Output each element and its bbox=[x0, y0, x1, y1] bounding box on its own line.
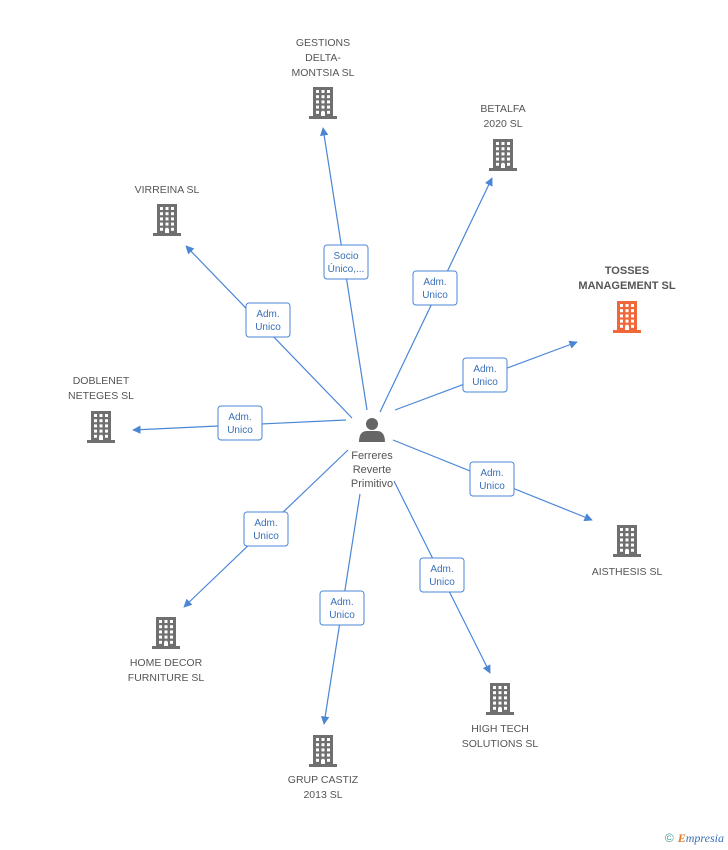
brand-name: mpresia bbox=[685, 831, 724, 845]
relation-text: Adm. bbox=[330, 597, 353, 608]
building-icon bbox=[153, 204, 181, 236]
relation-box bbox=[469, 461, 515, 497]
building-icon bbox=[613, 301, 641, 333]
company-label: MONTSIA SL bbox=[291, 67, 354, 79]
relation-label-hightech[interactable]: Adm. Unico bbox=[419, 557, 465, 593]
company-nodes-layer: GESTIONS DELTA- MONTSIA SL BETALFA 2020 SL TO… bbox=[68, 37, 676, 801]
building-icon bbox=[613, 525, 641, 557]
company-label: GESTIONS bbox=[296, 37, 350, 49]
relation-box bbox=[419, 557, 465, 593]
company-label: NETEGES SL bbox=[68, 390, 134, 402]
company-node-betalfa[interactable]: BETALFA 2020 SL bbox=[480, 103, 526, 171]
building-icon bbox=[152, 617, 180, 649]
relation-box bbox=[323, 244, 369, 280]
footer-brand: ©Empresia bbox=[665, 831, 724, 846]
copyright-symbol: © bbox=[664, 831, 674, 845]
relation-text: Adm. bbox=[423, 277, 446, 288]
building-icon bbox=[489, 139, 517, 171]
company-label: BETALFA bbox=[480, 103, 525, 115]
brand-initial: E bbox=[677, 831, 686, 845]
company-label: 2020 SL bbox=[483, 118, 522, 130]
relation-box bbox=[319, 590, 365, 626]
edges-layer bbox=[132, 127, 593, 725]
relation-text: Adm. bbox=[254, 518, 277, 529]
relation-box bbox=[462, 357, 508, 393]
relation-text: Adm. bbox=[430, 564, 453, 575]
relation-text: Unico bbox=[479, 481, 505, 492]
company-node-aisthesis[interactable]: AISTHESIS SL bbox=[592, 525, 663, 578]
company-label: HIGH TECH bbox=[471, 723, 529, 735]
relation-text: Unico bbox=[255, 322, 281, 333]
company-label: FURNITURE SL bbox=[128, 672, 205, 684]
relation-label-doblenet[interactable]: Adm. Unico bbox=[217, 405, 263, 441]
relation-label-tosses[interactable]: Adm. Unico bbox=[462, 357, 508, 393]
relation-text: Único,... bbox=[328, 262, 365, 275]
company-label: 2013 SL bbox=[303, 789, 342, 801]
relation-text: Adm. bbox=[256, 309, 279, 320]
relation-box bbox=[412, 270, 458, 306]
relation-box bbox=[245, 302, 291, 338]
building-icon bbox=[309, 87, 337, 119]
relation-text: Unico bbox=[253, 531, 279, 542]
relation-text: Socio bbox=[333, 251, 358, 262]
person-icon bbox=[359, 418, 385, 442]
company-label: AISTHESIS SL bbox=[592, 566, 663, 578]
company-label: TOSSES bbox=[605, 265, 649, 277]
company-node-grupcastiz[interactable]: GRUP CASTIZ 2013 SL bbox=[288, 735, 359, 801]
company-node-tosses[interactable]: TOSSES MANAGEMENT SL bbox=[578, 265, 676, 333]
person-name-line: Primitivo bbox=[351, 478, 393, 490]
relation-text: Unico bbox=[472, 377, 498, 388]
relation-labels-layer: SocioÚnico,...Adm.UnicoAdm.UnicoAdm.Unic… bbox=[217, 244, 515, 626]
relation-label-betalfa[interactable]: Adm. Unico bbox=[412, 270, 458, 306]
relation-text: Unico bbox=[227, 425, 253, 436]
relation-label-grupcastiz[interactable]: Adm. Unico bbox=[319, 590, 365, 626]
company-node-doblenet[interactable]: DOBLENET NETEGES SL bbox=[68, 375, 134, 443]
relation-text: Unico bbox=[429, 577, 455, 588]
relation-label-gestions[interactable]: SocioÚnico,... bbox=[323, 244, 369, 280]
person-name-line: Reverte bbox=[353, 464, 392, 476]
company-label: MANAGEMENT SL bbox=[578, 280, 675, 292]
relation-label-virreina[interactable]: Adm. Unico bbox=[245, 302, 291, 338]
company-label: SOLUTIONS SL bbox=[462, 738, 539, 750]
relation-text: Unico bbox=[329, 610, 355, 621]
company-label: VIRREINA SL bbox=[135, 184, 200, 196]
building-icon bbox=[486, 683, 514, 715]
company-node-gestions[interactable]: GESTIONS DELTA- MONTSIA SL bbox=[291, 37, 355, 119]
company-label: HOME DECOR bbox=[130, 657, 203, 669]
building-icon bbox=[309, 735, 337, 767]
company-label: GRUP CASTIZ bbox=[288, 774, 359, 786]
company-node-hightech[interactable]: HIGH TECH SOLUTIONS SL bbox=[462, 683, 539, 750]
person-name-line: Ferreres bbox=[351, 450, 393, 462]
relation-label-aisthesis[interactable]: Adm. Unico bbox=[469, 461, 515, 497]
building-icon bbox=[87, 411, 115, 443]
relation-box bbox=[217, 405, 263, 441]
relation-text: Adm. bbox=[480, 468, 503, 479]
company-node-virreina[interactable]: VIRREINA SL bbox=[135, 184, 200, 236]
company-node-homedecor[interactable]: HOME DECOR FURNITURE SL bbox=[128, 617, 205, 684]
relation-text: Adm. bbox=[228, 412, 251, 423]
relation-box bbox=[243, 511, 289, 547]
company-label: DOBLENET bbox=[73, 375, 130, 387]
relation-text: Unico bbox=[422, 290, 448, 301]
company-label: DELTA- bbox=[305, 52, 341, 64]
relation-label-homedecor[interactable]: Adm. Unico bbox=[243, 511, 289, 547]
relation-text: Adm. bbox=[473, 364, 496, 375]
